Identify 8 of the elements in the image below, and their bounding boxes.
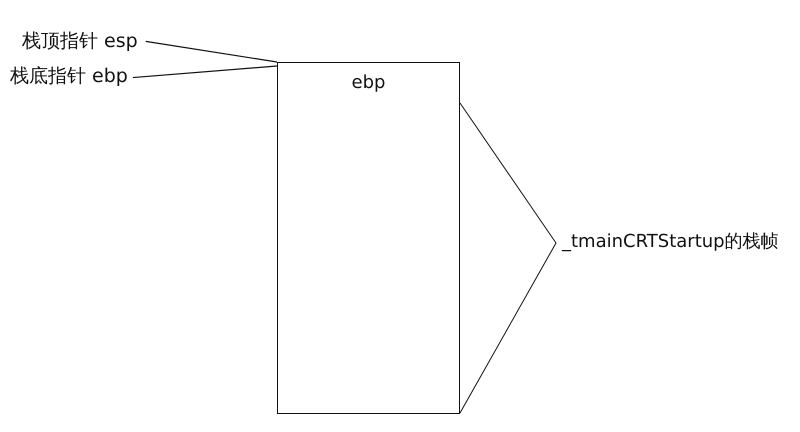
leader-line: [146, 40, 278, 63]
leader-line: [132, 65, 278, 78]
pointer-label: 栈底指针 ebp: [10, 65, 128, 88]
stack-slot: [277, 62, 460, 104]
stack-frame-area: [277, 103, 460, 414]
register-name: ebp: [352, 72, 386, 94]
pointer-label: 栈顶指针 esp: [22, 30, 138, 53]
frame-label: _tmainCRTStartup的栈帧: [562, 231, 779, 253]
